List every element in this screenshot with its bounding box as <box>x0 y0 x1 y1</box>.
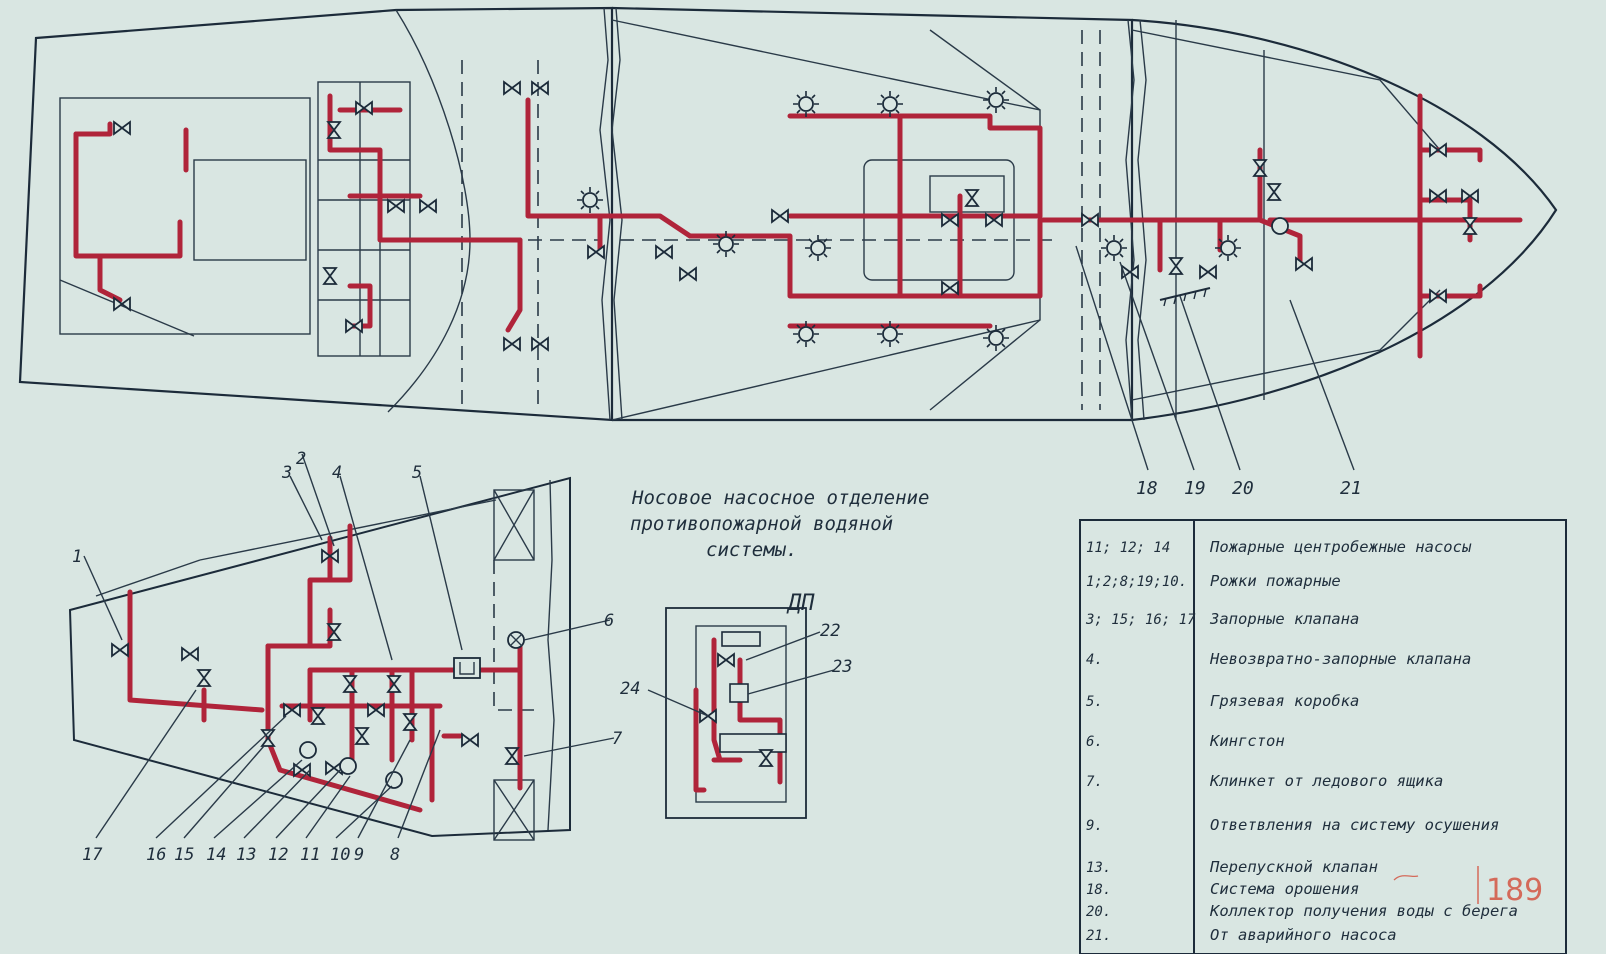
callout-10: 10 <box>330 845 350 865</box>
bottom-callouts: 17 16 15 14 13 12 11 10 9 8 <box>82 845 400 865</box>
callout-7: 7 <box>612 729 623 749</box>
legend-text: Пожарные центробежные насосы <box>1209 538 1472 556</box>
callout-24: 24 <box>620 679 640 699</box>
callout-16: 16 <box>146 845 166 865</box>
legend-text: Система орошения <box>1210 880 1359 898</box>
callout-22: 22 <box>820 621 840 641</box>
callout-8: 8 <box>390 845 400 865</box>
legend-text: Перепускной клапан <box>1209 858 1378 876</box>
drawing-title: Носовое насосное отделение противопожарн… <box>630 487 929 561</box>
callout-2: 2 <box>296 449 306 469</box>
legend-text: Невозвратно-запорные клапана <box>1209 650 1471 668</box>
legend-ref: 20. <box>1086 904 1111 920</box>
callout-6: 6 <box>604 611 614 631</box>
callout-11: 11 <box>300 845 320 865</box>
pump-room-detail <box>68 453 615 841</box>
legend-ref: 13. <box>1086 860 1111 876</box>
callout-5: 5 <box>412 463 422 483</box>
legend-text: Ответвления на систему осушения <box>1210 816 1499 834</box>
legend-ref: 7. <box>1086 774 1103 790</box>
legend-text: Кингстон <box>1209 732 1285 750</box>
legend-ref: 18. <box>1086 882 1111 898</box>
legend-ref: 3; 15; 16; 17 <box>1085 612 1196 628</box>
callout-9: 9 <box>354 845 364 865</box>
dp-inset: ДП 22 23 24 <box>620 591 852 819</box>
legend-text: Коллектор получения воды с берега <box>1209 902 1518 920</box>
callout-18: 18 <box>1136 478 1158 499</box>
legend-text: Запорные клапана <box>1209 610 1359 628</box>
legend-ref: 6. <box>1086 734 1103 750</box>
legend-ref: 5. <box>1086 694 1103 710</box>
sheet-stamp: 189 <box>1393 866 1543 908</box>
title-line-1: Носовое насосное отделение <box>631 487 929 509</box>
callout-4: 4 <box>332 463 342 483</box>
plan-leader-lines <box>1075 245 1355 471</box>
legend-text: Клинкет от ледового ящика <box>1209 772 1443 790</box>
title-line-3: системы. <box>706 539 798 561</box>
legend-ref: 9. <box>1086 818 1103 834</box>
legend-ref: 1;2;8;19;10. <box>1086 574 1187 590</box>
callout-15: 15 <box>174 845 194 865</box>
callout-3: 3 <box>281 463 292 483</box>
callout-20: 20 <box>1232 478 1254 499</box>
legend-ref: 21. <box>1086 928 1111 944</box>
legend-ref: 11; 12; 14 <box>1086 540 1170 556</box>
callout-17: 17 <box>82 845 103 865</box>
ship-plan-view <box>18 6 1558 422</box>
title-line-2: противопожарной водяной <box>630 513 893 535</box>
callout-1: 1 <box>72 547 82 567</box>
sheet-number: 189 <box>1486 873 1543 908</box>
dp-label: ДП <box>786 591 815 616</box>
callout-19: 19 <box>1184 478 1206 499</box>
legend-text: От аварийного насоса <box>1210 926 1397 944</box>
callout-13: 13 <box>236 845 256 865</box>
legend-table: 11; 12; 14 Пожарные центробежные насосы 1;… <box>1079 519 1567 954</box>
legend-text: Рожки пожарные <box>1210 572 1341 590</box>
callout-12: 12 <box>268 845 288 865</box>
legend-text: Грязевая коробка <box>1210 692 1359 710</box>
callout-21: 21 <box>1340 478 1362 499</box>
fire-main-pipe <box>73 93 1523 359</box>
callout-23: 23 <box>832 657 852 677</box>
callout-14: 14 <box>206 845 226 865</box>
legend-ref: 4. <box>1086 652 1103 668</box>
